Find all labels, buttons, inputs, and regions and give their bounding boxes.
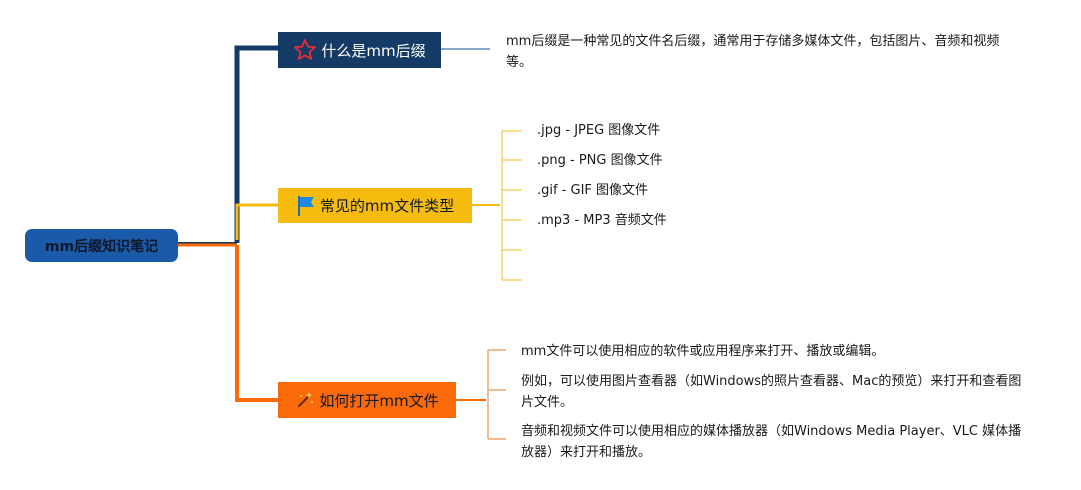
branch-node-how-to-open[interactable]: 如何打开mm文件	[278, 382, 456, 418]
branch-node-common-types[interactable]: 常见的mm文件类型	[278, 188, 472, 223]
star-icon	[293, 38, 317, 62]
branch-label: 什么是mm后缀	[321, 41, 426, 60]
branch-label: 常见的mm文件类型	[319, 197, 455, 215]
leaf-open-media-example: 音频和视频文件可以使用相应的媒体播放器（如Windows Media Playe…	[521, 424, 1022, 460]
leaf-open-image-example: 例如，可以使用图片查看器（如Windows的照片查看器、Mac的预览）来打开和查…	[521, 374, 1022, 410]
branch-label: 如何打开mm文件	[319, 391, 439, 410]
leaf-gif-type: .gif - GIF 图像文件	[537, 183, 649, 198]
root-node-label: mm后缀知识笔记	[44, 238, 159, 255]
flag-icon	[296, 195, 316, 217]
magic-wand-icon	[295, 390, 315, 410]
leaf-what-is-mm-definition: mm后缀是一种常见的文件名后缀，通常用于存储多媒体文件，包括图片、音频和视频等。	[506, 34, 1000, 70]
leaf-jpg-type: .jpg - JPEG 图像文件	[537, 123, 661, 138]
branch-node-what-is-mm[interactable]: 什么是mm后缀	[278, 32, 441, 68]
leaf-mp3-type: .mp3 - MP3 音频文件	[537, 213, 667, 228]
leaf-open-general: mm文件可以使用相应的软件或应用程序来打开、播放或编辑。	[521, 344, 885, 359]
leaf-png-type: .png - PNG 图像文件	[537, 153, 663, 168]
root-node[interactable]: mm后缀知识笔记	[25, 229, 178, 262]
